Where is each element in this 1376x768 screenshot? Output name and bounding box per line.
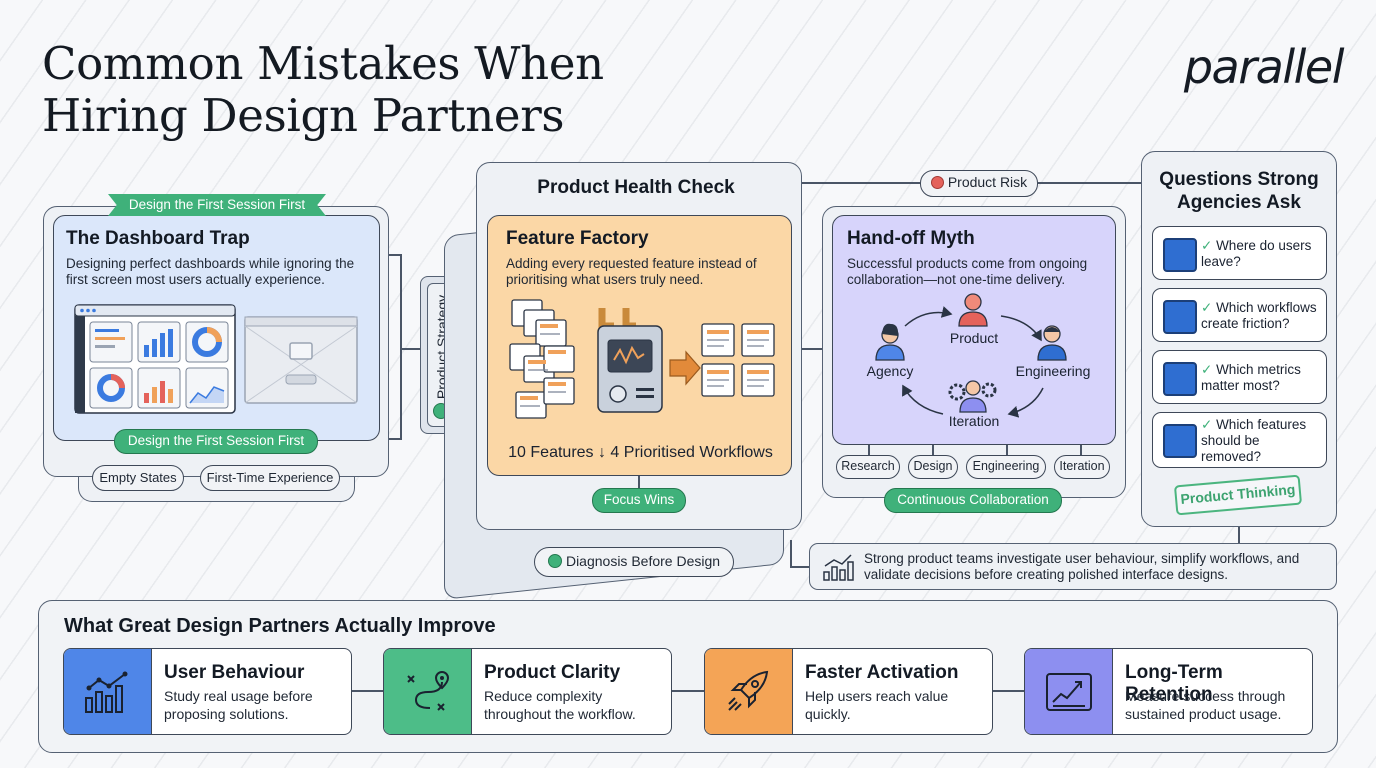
connector	[790, 540, 792, 568]
connector	[1080, 445, 1082, 457]
design-first-session-pill: Design the First Session First	[114, 429, 318, 454]
card-desc: Measure success through sustained produc…	[1125, 688, 1286, 722]
dashboard-trap-title: The Dashboard Trap	[66, 228, 250, 249]
card-desc: Help users reach value quickly.	[805, 688, 949, 722]
tag-design: Design	[908, 455, 958, 479]
blueprint-icon	[1163, 238, 1197, 272]
feature-factory-title: Feature Factory	[506, 228, 649, 249]
health-check-title: Product Health Check	[537, 177, 735, 198]
connector	[802, 348, 822, 350]
improve-card-long-term-retention: Long-Term Retention Measure success thro…	[1024, 648, 1313, 735]
card-title: Faster Activation	[805, 662, 959, 683]
check-icon: ✓	[1201, 362, 1217, 377]
connector	[388, 254, 402, 256]
handoff-title: Hand-off Myth	[847, 228, 975, 249]
role-iteration: Iteration	[948, 413, 1000, 429]
question-card: ✓ Which features should be removed?	[1152, 412, 1327, 468]
diagnosis-before-design-pill: Diagnosis Before Design	[534, 547, 734, 577]
card-title: Long-Term Retention	[1125, 662, 1223, 705]
check-icon: ✓	[1201, 238, 1217, 253]
connector	[1038, 182, 1142, 184]
question-text: ✓ Which workflows create friction?	[1201, 300, 1317, 331]
tag-research: Research	[836, 455, 900, 479]
chart-network-icon	[64, 649, 152, 734]
bar-chart-icon	[823, 554, 854, 581]
connector	[671, 690, 704, 692]
feature-factory-desc: Adding every requested feature instead o…	[506, 256, 757, 287]
brand-logo: parallel	[1183, 40, 1345, 94]
insight-text: Strong product teams investigate user be…	[864, 551, 1300, 582]
feature-factory-stat: 10 Features ↓ 4 Prioritised Workflows	[508, 444, 773, 461]
connector	[388, 438, 402, 440]
improve-card-faster-activation: Faster Activation Help users reach value…	[704, 648, 993, 735]
connector	[932, 445, 934, 457]
diagnosis-label: Diagnosis Before Design	[565, 553, 721, 569]
check-icon: ✓	[1201, 300, 1217, 315]
handoff-card: Hand-off Myth Successful products come f…	[832, 215, 1116, 445]
card-title: User Behaviour	[164, 662, 305, 683]
collaboration-cycle-illustration	[875, 293, 1067, 418]
handoff-desc: Successful products come from ongoing co…	[847, 256, 1088, 287]
connector	[868, 445, 870, 457]
feature-factory-card: Feature Factory Adding every requested f…	[487, 215, 792, 476]
role-agency: Agency	[866, 363, 914, 379]
rocket-icon	[705, 649, 793, 734]
connector	[1006, 445, 1008, 457]
questions-panel: Questions Strong Agencies Ask ✓ Where do…	[1141, 151, 1337, 527]
blueprint-icon	[1163, 424, 1197, 458]
question-card: ✓ Where do users leave?	[1152, 226, 1327, 280]
connector	[792, 182, 920, 184]
card-title: Product Clarity	[484, 662, 621, 683]
question-card: ✓ Which workflows create friction?	[1152, 288, 1327, 342]
insight-box: Strong product teams investigate user be…	[809, 543, 1337, 590]
tag-empty-states: Empty States	[92, 465, 184, 491]
question-text: ✓ Where do users leave?	[1201, 238, 1312, 269]
connector	[638, 476, 640, 490]
tag-engineering: Engineering	[966, 455, 1046, 479]
improve-card-user-behaviour: User Behaviour Study real usage before p…	[63, 648, 352, 735]
page-title: Common Mistakes When Hiring Design Partn…	[42, 37, 604, 142]
tag-first-time-experience: First-Time Experience	[200, 465, 340, 491]
card-desc: Reduce complexity throughout the workflo…	[484, 688, 636, 722]
status-dot	[547, 554, 562, 568]
continuous-collaboration-pill: Continuous Collaboration	[884, 488, 1062, 513]
feature-factory-illustration	[509, 299, 775, 419]
role-engineering: Engineering	[1015, 363, 1091, 379]
connector	[400, 348, 422, 350]
blueprint-icon	[1163, 362, 1197, 396]
blueprint-icon	[1163, 300, 1197, 334]
improve-card-product-clarity: Product Clarity Reduce complexity throug…	[383, 648, 672, 735]
dashboard-illustration	[74, 304, 358, 414]
improve-title: What Great Design Partners Actually Impr…	[64, 615, 496, 637]
questions-title: Questions Strong Agencies Ask	[1159, 169, 1319, 213]
role-product: Product	[949, 330, 999, 346]
question-text: ✓ Which metrics matter most?	[1201, 362, 1301, 393]
product-risk-pill: Product Risk	[920, 170, 1038, 197]
tag-iteration: Iteration	[1054, 455, 1110, 479]
product-risk-label: Product Risk	[947, 174, 1028, 190]
check-icon: ✓	[1201, 417, 1217, 432]
focus-wins-pill: Focus Wins	[592, 488, 686, 513]
connector	[1238, 527, 1240, 543]
question-text: ✓ Which features should be removed?	[1201, 417, 1307, 464]
card-desc: Study real usage before proposing soluti…	[164, 688, 313, 722]
question-card: ✓ Which metrics matter most?	[1152, 350, 1327, 404]
dashboard-trap-card: The Dashboard Trap Designing perfect das…	[53, 215, 380, 441]
risk-dot	[930, 176, 944, 189]
connector	[400, 254, 402, 440]
growth-chart-icon	[1025, 649, 1113, 734]
dashboard-trap-ribbon: Design the First Session First	[108, 194, 326, 216]
connector	[992, 690, 1025, 692]
connector	[351, 690, 384, 692]
route-icon	[384, 649, 472, 734]
connector	[790, 566, 810, 568]
dashboard-trap-desc: Designing perfect dashboards while ignor…	[66, 256, 355, 287]
